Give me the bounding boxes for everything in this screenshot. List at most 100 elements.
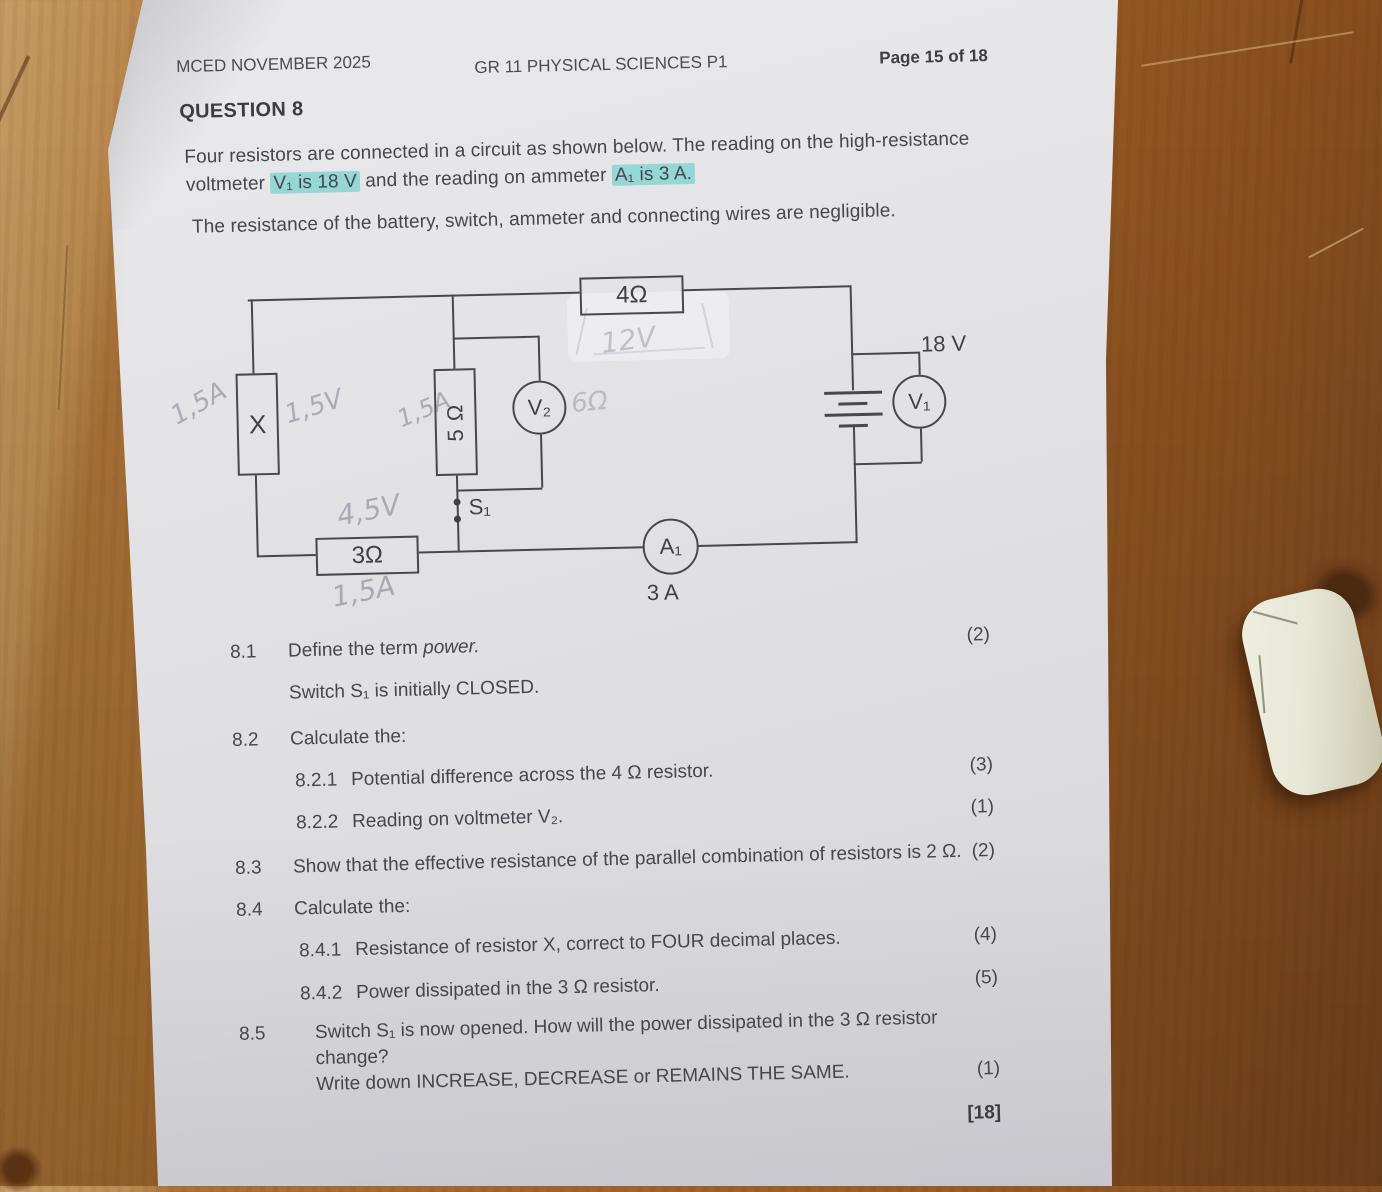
wire-segment <box>257 553 316 558</box>
wire-segment <box>254 475 259 558</box>
wire-segment <box>537 335 541 381</box>
intro-line1: Four resistors are connected in a circui… <box>184 128 970 168</box>
wood-streak-top-left <box>0 55 31 137</box>
wire-segment <box>540 434 544 488</box>
pencil-note-bottom-volts: 4,5V <box>334 487 404 533</box>
voltmeter-v1-label: V₁ <box>907 388 931 414</box>
question-8-2-1: 8.2.1 Potential difference across the 4 … <box>233 754 993 798</box>
wire-segment <box>849 285 855 391</box>
header-page-number: Page 15 of 18 <box>879 45 989 68</box>
marks-badge: (3) <box>969 754 994 776</box>
resistor-x-box: X <box>235 372 280 476</box>
pencil-note-bottom-current: 1,5A <box>329 568 398 614</box>
question-text: Calculate the: <box>293 895 411 920</box>
pencil-note-x-volts: 1,5V <box>281 383 347 431</box>
question-number: 8.4 <box>235 899 263 921</box>
ammeter-a1: A₁ <box>642 517 700 576</box>
battery-plate-long <box>824 412 883 417</box>
resistor-x-label: X <box>248 408 267 439</box>
voltmeter-v2-label: V₂ <box>527 394 552 420</box>
question-8-2: 8.2 Calculate the: <box>232 712 992 756</box>
question-text: Switch S₁ is now opened. How will the po… <box>314 1007 938 1044</box>
intro-note: The resistance of the battery, switch, a… <box>191 200 896 238</box>
wood-knot-bottom-left <box>0 1146 42 1192</box>
battery-voltage-label: 18 V <box>920 330 967 357</box>
highlighted-v1-reading: V₁ is 18 V <box>270 170 361 194</box>
marks-badge: (1) <box>976 1057 1001 1080</box>
wood-crack-top-right <box>1289 0 1304 64</box>
question-number: 8.2.1 <box>294 769 338 792</box>
wire-segment <box>452 335 539 340</box>
pencil-note-v2: 6Ω <box>569 385 610 420</box>
wire-segment <box>456 487 543 492</box>
wire-segment <box>919 428 923 462</box>
question-number: 8.4.2 <box>299 982 343 1005</box>
header-exam-session: MCED NOVEMBER 2025 <box>176 52 372 77</box>
resistor-4ohm-box: 4Ω <box>579 275 685 316</box>
wire-segment <box>683 285 851 292</box>
ammeter-a1-label: A₁ <box>659 533 683 559</box>
eraser-crack-icon <box>1252 610 1298 625</box>
question-number: 8.2 <box>231 729 259 751</box>
question-8-4: 8.4 Calculate the: <box>236 882 996 926</box>
marks-badge: (1) <box>970 796 995 818</box>
wire-segment <box>455 475 460 553</box>
question-number: 8.1 <box>229 641 257 663</box>
switch-contact-dot <box>453 498 461 506</box>
switch-s1-label: S₁ <box>468 493 492 520</box>
question-number: 8.5 <box>238 1023 266 1045</box>
wire-segment <box>418 546 644 554</box>
switch-contact-dot <box>453 515 462 523</box>
question-8-4-2: 8.4.2 Power dissipated in the 3 Ω resist… <box>238 967 998 1011</box>
wood-scratch-small <box>1308 227 1364 259</box>
ammeter-reading-label: 3 A <box>646 579 679 606</box>
statement-switch-closed: Switch S₁ is initially CLOSED. <box>231 666 991 710</box>
resistor-4ohm-label: 4Ω <box>615 281 648 309</box>
question-text: Show that the effective resistance of th… <box>292 840 962 878</box>
question-8-2-2: 8.2.2 Reading on voltmeter V₂. (1) <box>234 796 994 840</box>
wood-grain-left <box>57 245 69 410</box>
marks-badge: (4) <box>973 924 998 946</box>
marks-badge: (2) <box>966 624 991 646</box>
statement-text: Switch S₁ is initially CLOSED. <box>288 676 540 704</box>
pencil-note-top-volts: 12V <box>598 320 658 360</box>
wire-segment <box>853 461 922 466</box>
highlighted-a1-reading: A₁ is 3 A. <box>611 162 696 186</box>
wire-segment <box>451 294 456 369</box>
battery-plate-long <box>824 390 883 395</box>
question-8-1: 8.1 Define the term power. (2) <box>230 624 990 668</box>
circuit-diagram: 4Ω X 5 Ω 3Ω V₂ V₁ A₁ <box>108 0 1118 614</box>
resistor-3ohm-box: 3Ω <box>315 535 420 576</box>
battery-plate-short <box>838 423 868 428</box>
intro-line2-mid: and the reading on ammeter <box>359 164 613 192</box>
wire-segment <box>697 541 858 547</box>
voltmeter-v1: V₁ <box>891 374 947 430</box>
wire-segment <box>851 351 920 356</box>
wire-segment <box>852 426 858 544</box>
eraser-crack-icon <box>1258 655 1266 714</box>
battery-plate-short <box>838 401 868 406</box>
question-text: Power dissipated in the 3 Ω resistor. <box>355 974 660 1004</box>
total-marks-row: [18] <box>241 1102 1001 1146</box>
question-text: Define the term power. <box>287 636 480 662</box>
question-8-3: 8.3 Show that the effective resistance o… <box>235 840 995 884</box>
wood-scratch-right <box>1141 31 1354 67</box>
question-title: QUESTION 8 <box>179 98 304 124</box>
intro-line2-pre: voltmeter <box>185 172 271 196</box>
question-number: 8.4.1 <box>298 939 342 962</box>
question-text: Potential difference across the 4 Ω resi… <box>350 760 714 791</box>
marks-badge: (2) <box>971 840 996 862</box>
question-text: Calculate the: <box>289 725 407 750</box>
question-text: Resistance of resistor X, correct to FOU… <box>354 927 841 961</box>
question-text-line2: change? <box>315 1046 389 1070</box>
question-8-4-1: 8.4.1 Resistance of resistor X, correct … <box>237 924 997 968</box>
total-marks-badge: [18] <box>967 1101 1002 1124</box>
intro-line2: voltmeter V₁ is 18 V and the reading on … <box>185 162 696 197</box>
pencil-note-left-current: 1,5A <box>165 376 232 432</box>
resistor-3ohm-label: 3Ω <box>351 541 384 570</box>
question-number: 8.2.2 <box>295 811 339 834</box>
question-number: 8.3 <box>234 857 262 879</box>
